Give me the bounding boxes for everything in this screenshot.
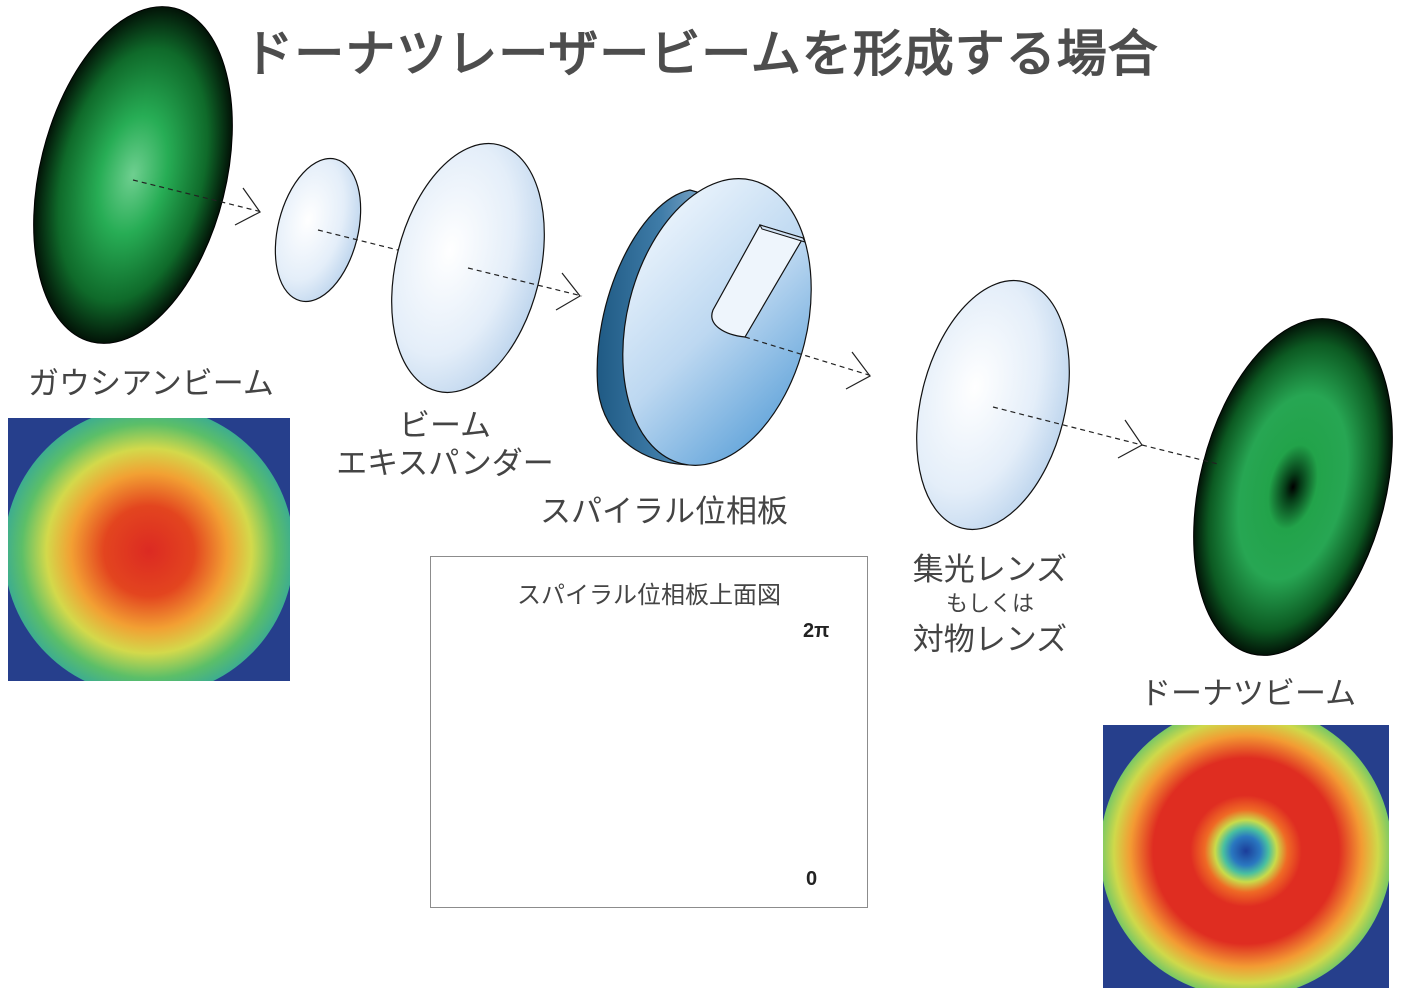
focus-lens-label-line1: 集光レンズ (912, 552, 1068, 588)
axis-arrowheads (234, 187, 1143, 459)
spiral-phase-plate (596, 178, 812, 466)
scale-min-label: 0 (806, 868, 818, 890)
inset-title: スパイラル位相板上面図 (517, 581, 781, 609)
focus-lens-label-line3: 対物レンズ (912, 622, 1068, 658)
expander-label-line2: エキスパンダー (336, 446, 554, 482)
optical-axis (132, 179, 1219, 465)
spiral-plate-label: スパイラル位相板 (540, 494, 788, 530)
gaussian-beam-profile (8, 418, 290, 681)
spiral-plate-top-view-inset: スパイラル位相板上面図 (430, 556, 868, 908)
donut-beam-label: ドーナツビーム (1140, 676, 1357, 712)
gaussian-beam-ellipse (33, 6, 233, 344)
donut-beam-profile (1103, 725, 1389, 988)
scale-max-label: 2π (803, 620, 830, 642)
gaussian-beam-label: ガウシアンビーム (28, 366, 274, 402)
focusing-lens (916, 279, 1070, 531)
expander-label-line1: ビーム (398, 408, 492, 444)
page-title: ドーナツレーザービームを形成する場合 (243, 25, 1159, 83)
focus-lens-label-line2: もしくは (945, 592, 1034, 617)
donut-beam-ellipse (1193, 318, 1393, 656)
